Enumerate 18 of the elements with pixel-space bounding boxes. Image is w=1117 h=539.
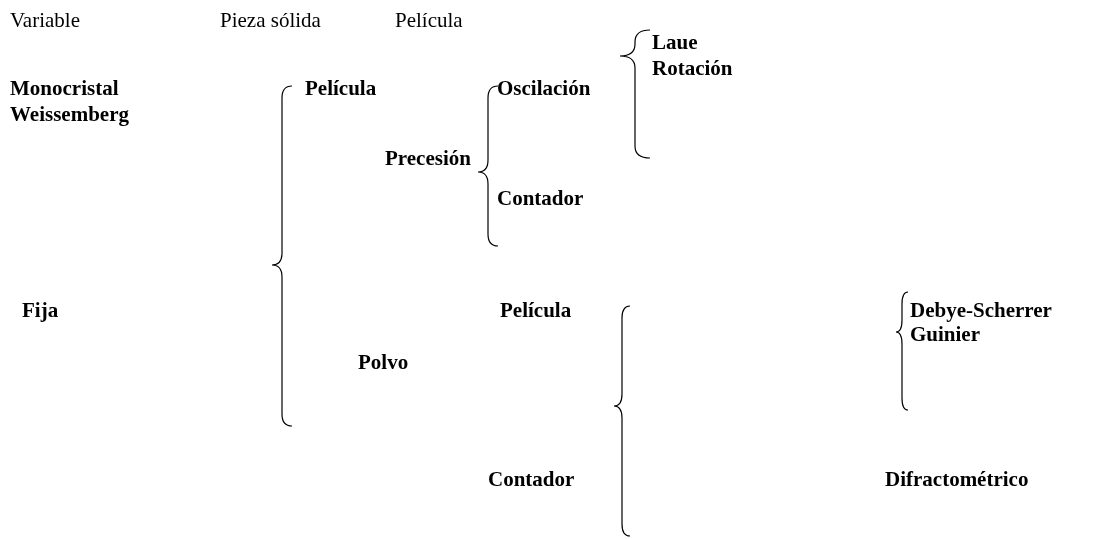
- category-label: Difractométrico: [885, 467, 1029, 491]
- column-heading: Variable: [10, 8, 80, 32]
- category-label: Oscilación: [497, 76, 591, 100]
- column-heading: Pieza sólida: [220, 8, 321, 32]
- category-label: Contador: [497, 186, 584, 210]
- category-label: Contador: [488, 467, 575, 491]
- category-label: Película: [500, 298, 572, 322]
- column-heading: Película: [395, 8, 463, 32]
- category-label: Fija: [22, 298, 59, 322]
- category-label: Rotación: [652, 56, 733, 80]
- category-label: Laue: [652, 30, 698, 54]
- category-label: Monocristal: [10, 76, 119, 100]
- category-label: Polvo: [358, 350, 409, 374]
- category-label: Weissemberg: [10, 102, 129, 126]
- category-label: Debye-Scherrer: [910, 298, 1052, 322]
- category-label: Precesión: [385, 146, 471, 170]
- category-label: Guinier: [910, 322, 980, 346]
- category-label: Película: [305, 76, 377, 100]
